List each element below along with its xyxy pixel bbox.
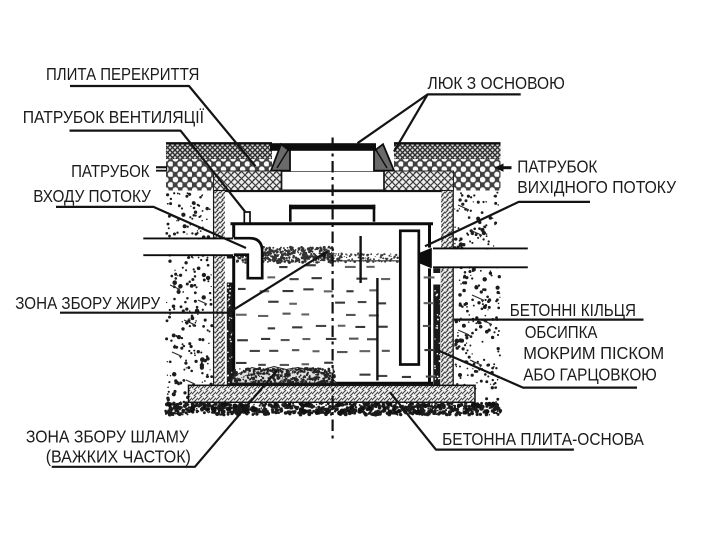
svg-text:ЛЮК З ОСНОВОЮ: ЛЮК З ОСНОВОЮ: [428, 73, 565, 93]
svg-text:(ВАЖКИХ ЧАСТОК): (ВАЖКИХ ЧАСТОК): [46, 447, 191, 467]
svg-text:ВИХІДНОГО ПОТОКУ: ВИХІДНОГО ПОТОКУ: [517, 177, 677, 197]
svg-text:БЕТОННІ КІЛЬЦЯ: БЕТОННІ КІЛЬЦЯ: [510, 300, 636, 320]
svg-text:ЗОНА ЗБОРУ ЖИРУ: ЗОНА ЗБОРУ ЖИРУ: [15, 293, 161, 313]
svg-text:ПЛИТА ПЕРЕКРИТТЯ: ПЛИТА ПЕРЕКРИТТЯ: [46, 64, 199, 84]
svg-text:БЕТОННА ПЛИТА-ОСНОВА: БЕТОННА ПЛИТА-ОСНОВА: [442, 429, 644, 449]
svg-text:АБО ГАРЦОВКОЮ: АБО ГАРЦОВКОЮ: [523, 365, 657, 385]
svg-text:ЗОНА ЗБОРУ ШЛАМУ: ЗОНА ЗБОРУ ШЛАМУ: [26, 427, 190, 447]
svg-text:ВХОДУ ПОТОКУ: ВХОДУ ПОТОКУ: [33, 186, 151, 206]
svg-text:ПАТРУБОК: ПАТРУБОК: [71, 161, 150, 181]
svg-text:МОКРИМ ПІСКОМ: МОКРИМ ПІСКОМ: [523, 343, 664, 363]
svg-text:ОБСИПКА: ОБСИПКА: [525, 322, 598, 342]
svg-text:ПАТРУБОК: ПАТРУБОК: [517, 157, 598, 177]
svg-text:ПАТРУБОК ВЕНТИЛЯЦІЇ: ПАТРУБОК ВЕНТИЛЯЦІЇ: [23, 107, 204, 127]
